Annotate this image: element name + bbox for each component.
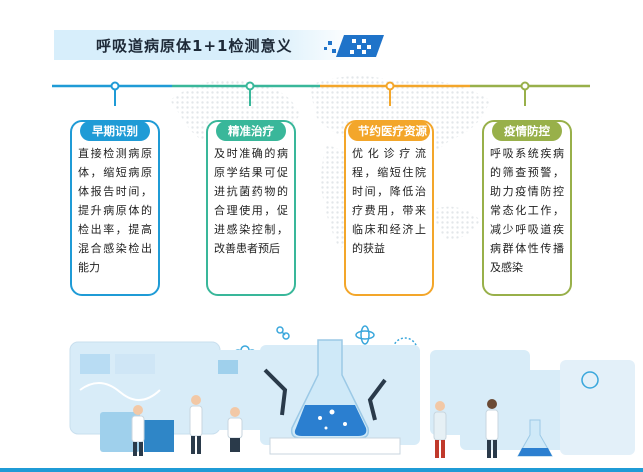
pixel-decoration-icon: [324, 35, 384, 57]
title-banner: [54, 30, 354, 60]
card-label: 疫情防控: [492, 121, 562, 141]
card-text: 呼吸系统疾病的筛查预警，助力疫情防控常态化工作，减少呼吸道疾病群体性传播及感染: [490, 147, 564, 274]
scientist-figure: [227, 407, 243, 452]
card-text: 及时准确的病原学结果可促进抗菌药物的合理使用，促进感染控制，改善患者预后: [214, 147, 288, 255]
footer-line: [0, 468, 643, 472]
card-label: 精准治疗: [216, 121, 286, 141]
scientist-figure: [433, 401, 447, 458]
card-label: 节约医疗资源: [348, 121, 430, 141]
card-save-medical-resources: 优化诊疗流程，缩短住院时间，降低治疗费用，带来临床和经济上的获益: [344, 120, 434, 296]
scientist-figure: [131, 405, 145, 456]
timeline-connector: [52, 81, 590, 106]
laboratory-illustration: [69, 325, 635, 458]
scientist-figure: [485, 399, 499, 458]
card-epidemic-prevention: 呼吸系统疾病的筛查预警，助力疫情防控常态化工作，减少呼吸道疾病群体性传播及感染: [482, 120, 572, 296]
page-title: 呼吸道病原体1+1检测意义: [96, 37, 293, 55]
card-text: 直接检测病原体，缩短病原体报告时间，提升病原体的检出率，提高混合感染检出能力: [78, 147, 152, 274]
card-early-identification: 直接检测病原体，缩短病原体报告时间，提升病原体的检出率，提高混合感染检出能力: [70, 120, 160, 296]
card-text: 优化诊疗流程，缩短住院时间，降低治疗费用，带来临床和经济上的获益: [352, 147, 426, 255]
scientist-figure: [189, 395, 203, 454]
card-precision-treatment: 及时准确的病原学结果可促进抗菌药物的合理使用，促进感染控制，改善患者预后: [206, 120, 296, 296]
card-label: 早期识别: [80, 121, 150, 141]
